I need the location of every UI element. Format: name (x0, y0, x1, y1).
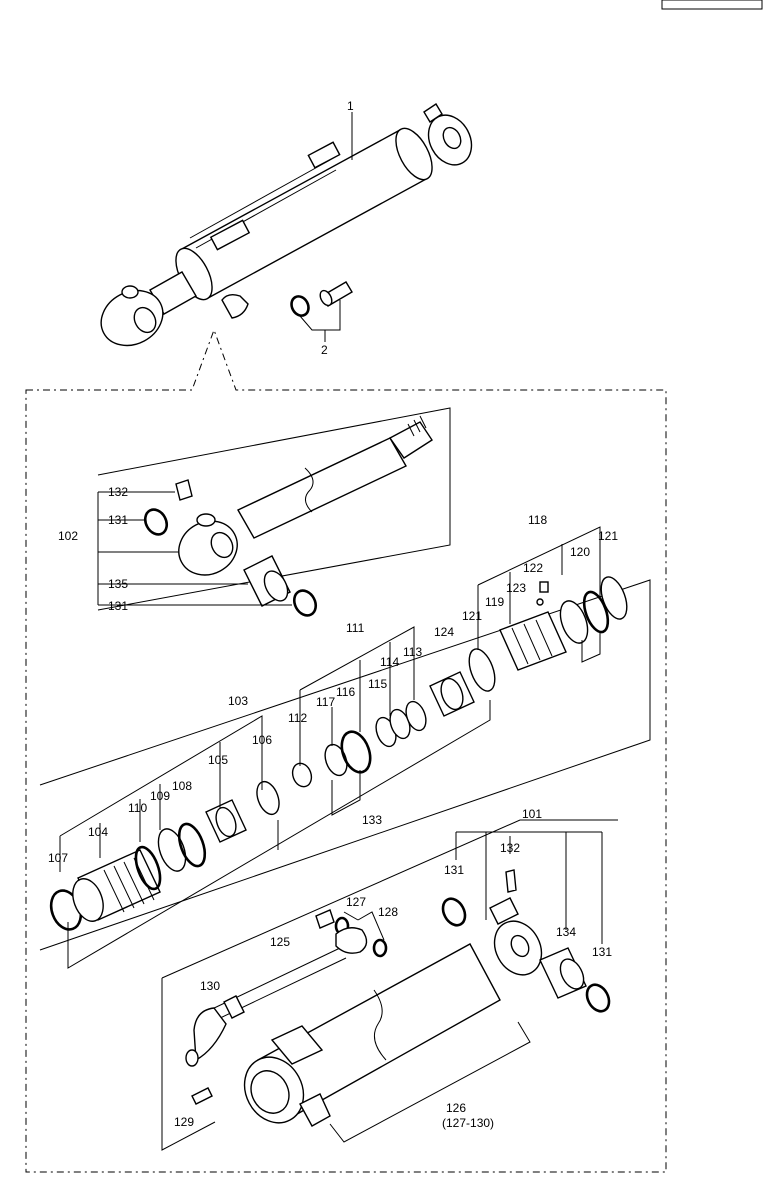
label-131c: 131 (444, 863, 464, 877)
label-132a: 132 (108, 485, 128, 499)
label-135: 135 (108, 577, 128, 591)
label-110: 110 (128, 801, 147, 815)
label-124: 124 (434, 625, 454, 639)
label-134: 134 (556, 925, 576, 939)
label-106: 106 (252, 733, 272, 747)
piston-parts (39, 526, 651, 969)
label-126-sub: (127-130) (442, 1116, 494, 1130)
header-box (661, 0, 763, 10)
label-128: 128 (378, 905, 398, 919)
label-105: 105 (208, 753, 228, 767)
label-120: 120 (570, 545, 590, 559)
label-1: 1 (347, 99, 354, 113)
label-104: 104 (88, 825, 108, 839)
label-107: 107 (48, 851, 68, 865)
cylinder-tube-assembly (161, 819, 618, 1151)
label-123: 123 (506, 581, 526, 595)
label-131a: 131 (108, 513, 128, 527)
label-121a: 121 (598, 529, 618, 543)
label-127: 127 (346, 895, 366, 909)
label-114: 114 (380, 655, 399, 669)
label-133: 133 (362, 813, 382, 827)
label-121b: 121 (462, 609, 482, 623)
label-132b: 132 (500, 841, 520, 855)
label-117: 117 (316, 695, 335, 709)
label-125: 125 (270, 935, 290, 949)
label-115: 115 (368, 677, 387, 691)
detail-frame (25, 328, 667, 1173)
label-126: 126 (446, 1101, 466, 1115)
label-116: 116 (336, 685, 355, 699)
label-130: 130 (200, 979, 220, 993)
label-102: 102 (58, 529, 78, 543)
label-131b: 131 (108, 599, 128, 613)
label-113: 113 (403, 645, 422, 659)
fitting-2 (290, 281, 353, 342)
label-103: 103 (228, 694, 248, 708)
label-119: 119 (485, 595, 504, 609)
assembled-cylinder (100, 103, 473, 347)
part-labels: 1 2 132 131 102 135 131 118 121 122 120 … (48, 99, 618, 1130)
label-2: 2 (321, 343, 328, 357)
label-101: 101 (522, 807, 542, 821)
label-122: 122 (523, 561, 543, 575)
label-108: 108 (172, 779, 192, 793)
label-129: 129 (174, 1115, 194, 1129)
label-109: 109 (150, 789, 170, 803)
label-112: 112 (288, 711, 307, 725)
label-131d: 131 (592, 945, 612, 959)
piston-rod-assembly (97, 407, 451, 617)
label-111: 111 (346, 621, 365, 635)
label-118: 118 (528, 513, 547, 527)
